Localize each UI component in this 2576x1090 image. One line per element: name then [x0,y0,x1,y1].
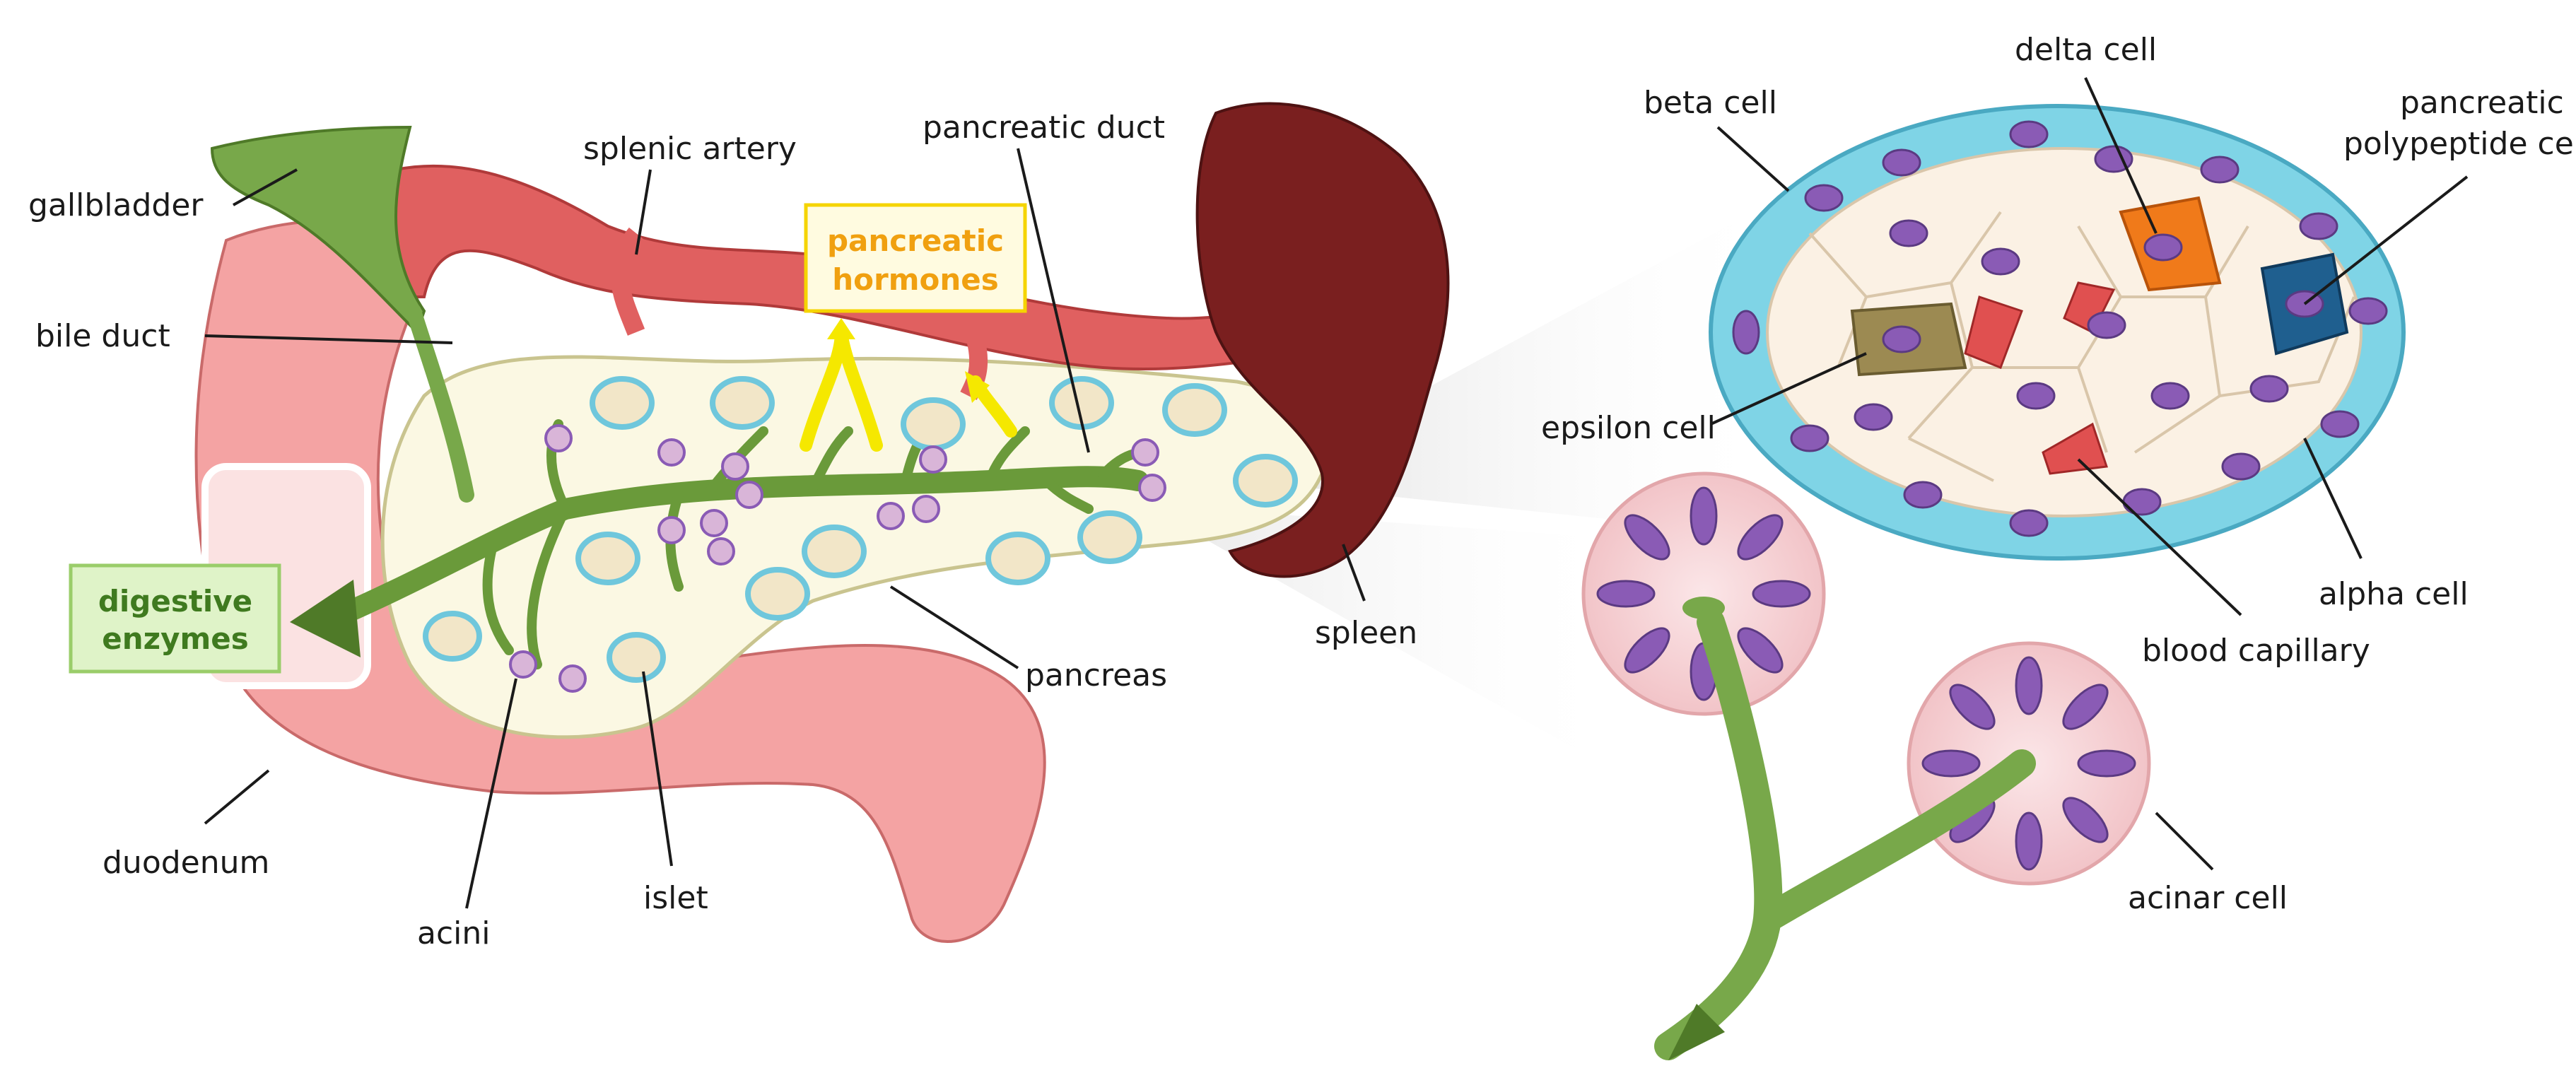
magnification-cone-acini [1202,509,1626,778]
enzymes-line1: digestive [98,584,252,619]
label-acini: acini [417,915,491,951]
leader-lines [204,77,2469,909]
label-beta-cell: beta cell [1644,85,1777,121]
label-acinar-cell: acinar cell [2128,880,2288,916]
spleen [1195,102,1450,578]
label-pancreatic-duct: pancreatic duct [923,110,1165,146]
label-pp-cell-line2: polypeptide cell [2343,126,2576,162]
islets [423,376,1298,683]
pancreatic-hormones-box [804,203,1027,313]
hormone-arrowhead-2 [965,371,990,403]
enzyme-flow-arrowhead [290,580,361,657]
acinar-duct-arrowhead [1668,1004,1725,1060]
label-pancreas: pancreas [1025,657,1167,693]
enzymes-line2: enzymes [102,621,248,656]
acinar-duct [1654,608,2036,1060]
acini-clusters [509,424,1166,693]
label-splenic-artery: splenic artery [583,131,797,167]
label-islet: islet [643,880,708,916]
blood-capillaries [1964,281,2116,475]
digestive-enzymes-box [69,563,281,674]
label-blood-capillary: blood capillary [2142,633,2370,669]
label-pp-cell-line1: pancreatic [2400,85,2564,121]
islet-nuclei [1732,120,2388,537]
label-spleen: spleen [1315,615,1417,651]
label-alpha-cell: alpha cell [2319,576,2469,612]
acinus-detail-1 [1581,471,1826,716]
hormones-line1: pancreatic [827,223,1004,258]
label-duodenum: duodenum [103,845,269,881]
duodenum [194,219,1046,943]
hormones-line2: hormones [832,262,998,297]
islet-detail [1709,104,2406,561]
bile-duct [406,303,474,503]
label-gallbladder: gallbladder [28,187,204,223]
magnification-cone-islet [1308,212,1781,537]
gallbladder [210,125,426,335]
label-epsilon-cell: epsilon cell [1541,410,1716,446]
label-bile-duct: bile duct [35,318,170,354]
label-delta-cell: delta cell [2015,32,2157,68]
hormone-arrowhead-1 [827,318,855,339]
